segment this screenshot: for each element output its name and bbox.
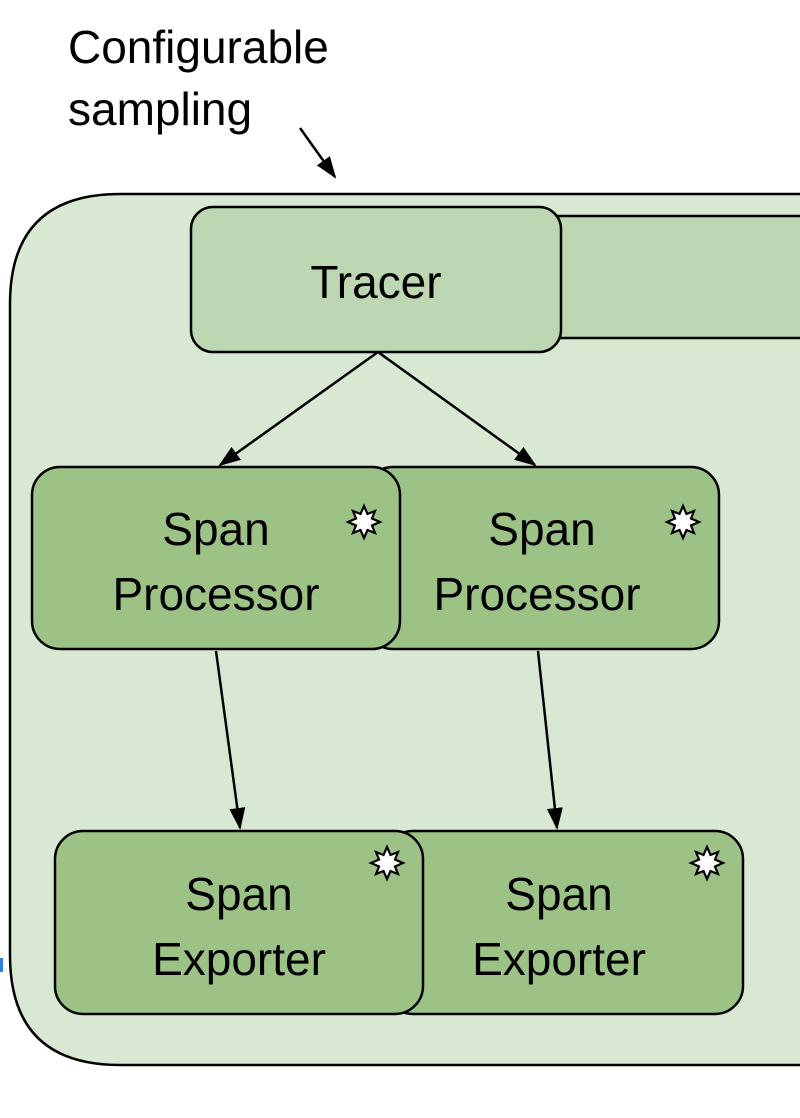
span-processor-box-left xyxy=(30,465,402,651)
starburst-icon xyxy=(688,844,726,882)
span-exporter-label-line1: Span xyxy=(185,868,293,920)
processor-to-exporter-right-arrow xyxy=(536,650,563,830)
starburst-icon xyxy=(664,503,702,541)
starburst-icon xyxy=(368,844,406,882)
span-exporter-label-line2: Exporter xyxy=(472,933,646,985)
span-processor-label-line2: Processor xyxy=(433,568,641,620)
span-exporter-box-right xyxy=(383,829,745,1016)
span-processor-label-line1: Span xyxy=(162,503,270,555)
annotation-arrow xyxy=(298,127,337,179)
span-processor-box-right xyxy=(363,465,721,651)
annotation-label-line1: Configurable xyxy=(68,21,329,73)
span-exporter-box-left xyxy=(53,829,425,1016)
annotation-label-line2: sampling xyxy=(68,83,253,135)
edge-artifact xyxy=(0,958,3,972)
span-exporter-label-line1: Span xyxy=(505,868,613,920)
processor-to-exporter-left-arrow xyxy=(214,650,246,830)
tracer-to-processor-left-arrow xyxy=(218,350,379,467)
span-processor-label-line2: Processor xyxy=(112,568,320,620)
tracer-label: Tracer xyxy=(310,256,442,308)
starburst-icon xyxy=(345,503,383,541)
span-exporter-label-line2: Exporter xyxy=(152,933,326,985)
tracer-to-processor-right-arrow xyxy=(377,350,537,467)
span-processor-label-line1: Span xyxy=(488,503,596,555)
